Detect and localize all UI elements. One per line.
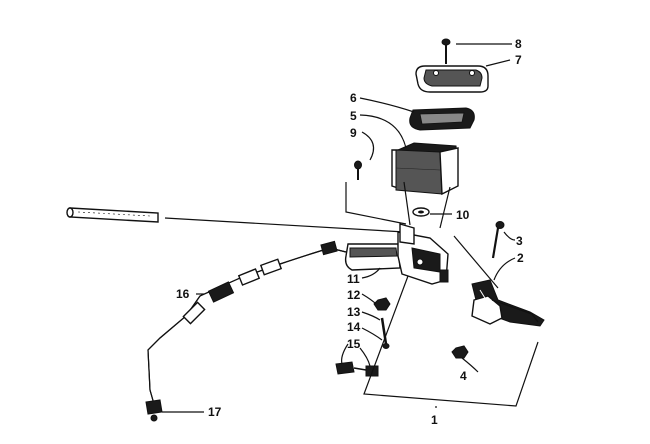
bracket-lines (345, 181, 451, 229)
callout-2: 2 (517, 251, 524, 265)
leader-lines (162, 43, 516, 413)
callout-15: 15 (347, 337, 361, 351)
reservoir-diaphragm (409, 107, 475, 131)
lever-pivot-bolt (491, 221, 505, 259)
master-cylinder-reservoir (391, 142, 459, 196)
brake-lever (471, 279, 545, 327)
bracket-nut (373, 297, 391, 311)
brake-hose (147, 240, 347, 405)
callout-7: 7 (515, 53, 522, 67)
callout-12: 12 (347, 288, 361, 302)
callout-labels: 1 2 3 4 5 6 7 8 9 10 11 12 13 14 15 16 1… (176, 37, 524, 427)
callout-8: 8 (515, 37, 522, 51)
callout-16: 16 (176, 287, 190, 301)
callout-5: 5 (350, 109, 357, 123)
callout-9: 9 (350, 126, 357, 140)
handlebar-tube (66, 207, 406, 233)
callout-1: 1 (431, 413, 438, 427)
callout-6: 6 (350, 91, 357, 105)
callout-3: 3 (516, 234, 523, 248)
callout-10: 10 (456, 208, 470, 222)
callout-11: 11 (347, 272, 360, 286)
master-cylinder-body (344, 223, 449, 285)
hose-banjo-end (145, 399, 163, 422)
callout-4: 4 (460, 369, 467, 383)
sealing-washer (412, 207, 430, 217)
callout-14: 14 (347, 320, 361, 334)
pivot-bolt (380, 317, 390, 349)
assembly-bracket (363, 235, 539, 407)
cover-screw (441, 38, 451, 64)
reservoir-screw (354, 160, 362, 180)
callout-17: 17 (208, 405, 222, 419)
lever-nut (451, 345, 469, 359)
reservoir-cover (415, 65, 489, 93)
callout-13: 13 (347, 305, 361, 319)
